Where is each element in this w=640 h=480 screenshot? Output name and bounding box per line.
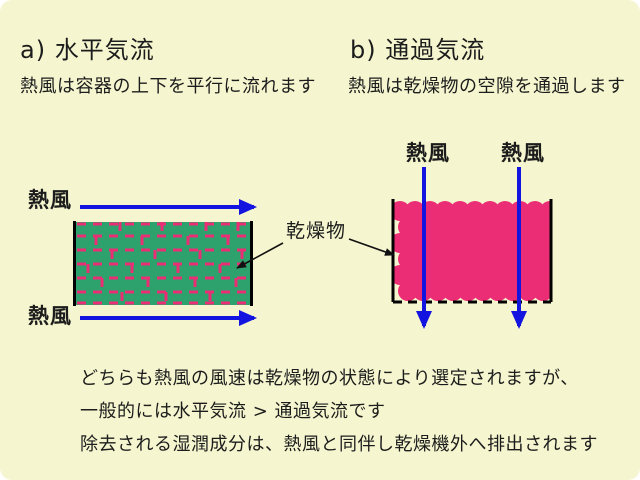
pellet <box>465 265 485 285</box>
material-pointer-left <box>236 242 284 269</box>
pellet <box>405 201 425 221</box>
pellet <box>465 233 485 253</box>
pellet-bed <box>394 201 550 301</box>
pellet <box>533 217 550 237</box>
section-b-subtitle: 熱風は乾燥物の空隙を通過します <box>348 76 626 97</box>
pellet <box>540 201 550 221</box>
pellet <box>465 201 485 221</box>
pellet <box>525 201 545 221</box>
section-a-subtitle: 熱風は容器の上下を平行に流れます <box>20 76 316 97</box>
pellet <box>488 249 508 269</box>
pellet <box>443 217 463 237</box>
block-side-walls <box>73 221 253 306</box>
pellet <box>435 265 455 285</box>
pellet <box>533 249 550 269</box>
pellet <box>428 249 448 269</box>
hot-air-label-top-left: 熱風 <box>28 188 72 212</box>
hot-air-label-bottom-left: 熱風 <box>28 304 72 328</box>
pellet <box>518 249 538 269</box>
brick-pattern <box>77 222 249 305</box>
pellet <box>473 249 493 269</box>
pellet <box>458 281 478 301</box>
pellet <box>398 217 418 237</box>
pellet <box>428 281 448 301</box>
pellet <box>480 201 500 221</box>
pellet <box>428 217 448 237</box>
pellet <box>398 249 418 269</box>
pellet <box>443 281 463 301</box>
pellet <box>458 217 478 237</box>
pellet <box>450 265 470 285</box>
section-b-title: b) 通過気流 <box>350 36 486 64</box>
material-block <box>73 221 253 306</box>
pellet <box>450 201 470 221</box>
pellet <box>405 233 425 253</box>
note-line-2: 一般的には水平気流 > 通過気流です <box>80 401 386 422</box>
hot-air-label-right-1: 熱風 <box>406 141 450 165</box>
pellet <box>405 265 425 285</box>
pellet <box>394 233 410 253</box>
pellet <box>488 281 508 301</box>
pellet <box>495 233 515 253</box>
pellet <box>435 201 455 221</box>
pellet <box>398 281 418 301</box>
pellet <box>488 217 508 237</box>
pellet <box>540 233 550 253</box>
pellet <box>435 233 455 253</box>
pellet <box>394 201 410 221</box>
pellet <box>443 249 463 269</box>
pellet <box>495 265 515 285</box>
pellet <box>473 217 493 237</box>
note-line-1: どちらも熱風の風速は乾燥物の状態により選定されますが、 <box>80 368 579 389</box>
pellet <box>458 249 478 269</box>
pellet <box>533 281 550 301</box>
pellet <box>525 233 545 253</box>
pellet <box>394 265 410 285</box>
pellet <box>540 265 550 285</box>
pellet <box>480 233 500 253</box>
section-a-title: a) 水平気流 <box>20 36 155 64</box>
pellet <box>473 281 493 301</box>
pellet <box>518 217 538 237</box>
pellet <box>495 201 515 221</box>
hot-air-label-right-2: 熱風 <box>501 141 545 165</box>
material-pointer-right <box>348 238 395 256</box>
pellet <box>525 265 545 285</box>
pellet <box>480 265 500 285</box>
note-line-3: 除去される湿潤成分は、熱風と同伴し乾燥機外へ排出されます <box>80 434 598 455</box>
pellet <box>518 281 538 301</box>
dry-material-label: 乾燥物 <box>286 220 347 242</box>
pellet <box>450 233 470 253</box>
